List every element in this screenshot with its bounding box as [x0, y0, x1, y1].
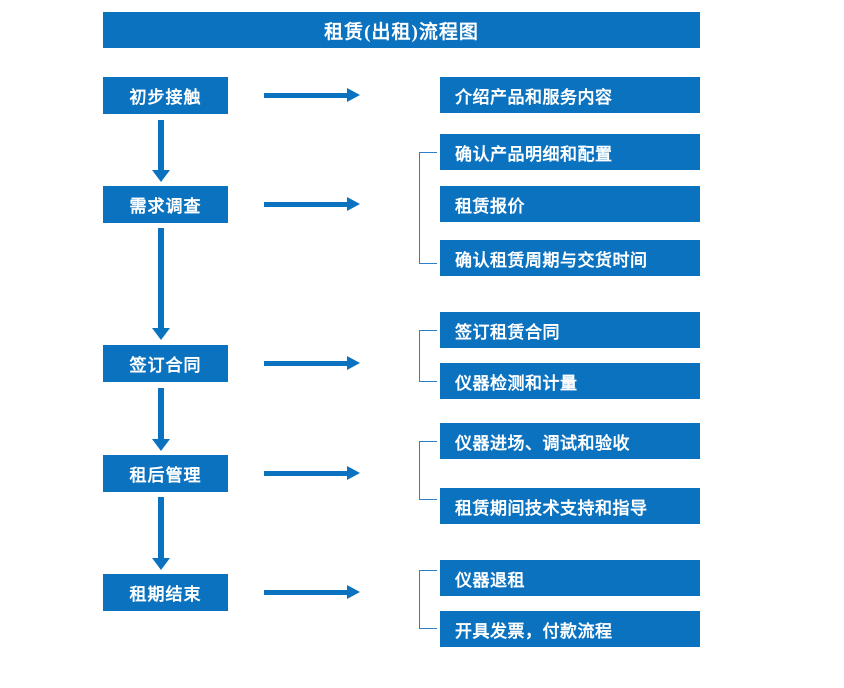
- flowchart-title: 租赁(出租)流程图: [103, 12, 700, 48]
- group-bracket-post-rental: [419, 441, 437, 500]
- detail-box-sign-rental-contract[interactable]: 签订租赁合同: [440, 312, 700, 348]
- detail-box-technical-support[interactable]: 租赁期间技术支持和指导: [440, 488, 700, 524]
- horizontal-arrow-5: [264, 585, 360, 599]
- arrow-head: [347, 88, 360, 102]
- detail-box-invoice-payment[interactable]: 开具发票，付款流程: [440, 611, 700, 647]
- arrow-head: [152, 328, 170, 340]
- arrow-shaft: [158, 388, 164, 439]
- detail-box-confirm-product-details[interactable]: 确认产品明细和配置: [440, 134, 700, 170]
- vertical-arrow-4: [152, 497, 170, 570]
- detail-box-rental-quote[interactable]: 租赁报价: [440, 186, 700, 222]
- stage-box-sign-contract[interactable]: 签订合同: [103, 345, 228, 382]
- detail-box-instrument-inspection[interactable]: 仪器检测和计量: [440, 363, 700, 399]
- arrow-head: [347, 356, 360, 370]
- arrow-head: [152, 439, 170, 451]
- arrow-shaft: [264, 590, 348, 595]
- group-bracket-sign-contract: [419, 330, 437, 382]
- arrow-shaft: [264, 361, 348, 366]
- arrow-shaft: [264, 202, 348, 207]
- arrow-head: [347, 585, 360, 599]
- group-bracket-needs-survey: [419, 152, 437, 264]
- horizontal-arrow-2: [264, 197, 360, 211]
- stage-box-post-rental-management[interactable]: 租后管理: [103, 455, 228, 492]
- horizontal-arrow-1: [264, 88, 360, 102]
- group-bracket-rental-end: [419, 570, 437, 629]
- vertical-arrow-3: [152, 388, 170, 451]
- detail-box-introduce-products[interactable]: 介绍产品和服务内容: [440, 77, 700, 113]
- stage-box-needs-survey[interactable]: 需求调查: [103, 186, 228, 223]
- arrow-head: [347, 466, 360, 480]
- arrow-shaft: [264, 471, 348, 476]
- vertical-arrow-2: [152, 228, 170, 340]
- arrow-shaft: [158, 497, 164, 558]
- arrow-shaft: [158, 228, 164, 328]
- vertical-arrow-1: [152, 120, 170, 182]
- arrow-head: [152, 558, 170, 570]
- stage-box-initial-contact[interactable]: 初步接触: [103, 77, 228, 114]
- horizontal-arrow-4: [264, 466, 360, 480]
- detail-box-instrument-return[interactable]: 仪器退租: [440, 560, 700, 596]
- arrow-head: [152, 170, 170, 182]
- arrow-head: [347, 197, 360, 211]
- arrow-shaft: [158, 120, 164, 170]
- stage-box-rental-end[interactable]: 租期结束: [103, 574, 228, 611]
- arrow-shaft: [264, 93, 348, 98]
- detail-box-confirm-period-delivery[interactable]: 确认租赁周期与交货时间: [440, 240, 700, 276]
- detail-box-instrument-onsite-commissioning[interactable]: 仪器进场、调试和验收: [440, 423, 700, 459]
- horizontal-arrow-3: [264, 356, 360, 370]
